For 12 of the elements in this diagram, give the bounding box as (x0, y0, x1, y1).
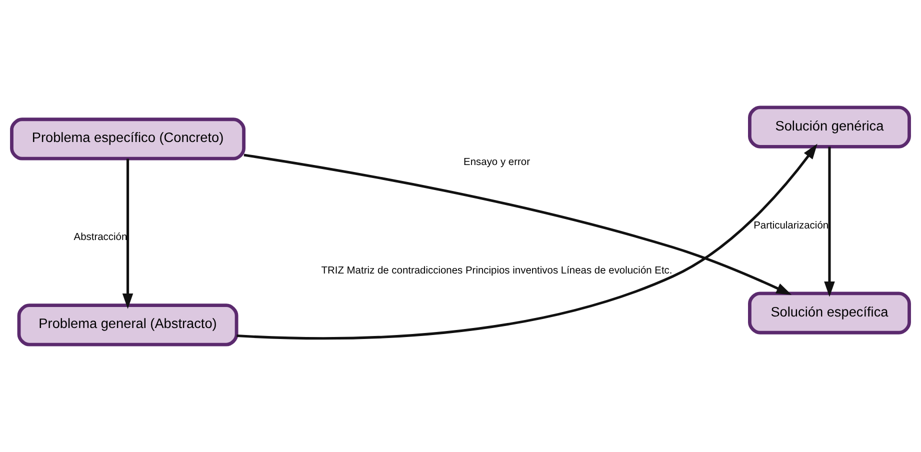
edge-label: Particularización (754, 220, 829, 232)
arrow (824, 146, 835, 297)
arrow (236, 144, 818, 340)
edge-label: Ensayo y error (464, 157, 530, 168)
arrow (244, 154, 792, 295)
node-box: Solución genérica (748, 106, 911, 148)
edge-label: Abstracción (74, 232, 128, 244)
node-box: Problema general (Abstracto) (17, 304, 238, 346)
node-box: Problema específico (Concreto) (10, 118, 246, 160)
edge-label: TRIZ Matriz de contradicciones Principios inventivos Líneas de evolución Etc. (321, 265, 672, 276)
arrow (122, 158, 134, 309)
node-box: Solución específica (748, 292, 911, 334)
